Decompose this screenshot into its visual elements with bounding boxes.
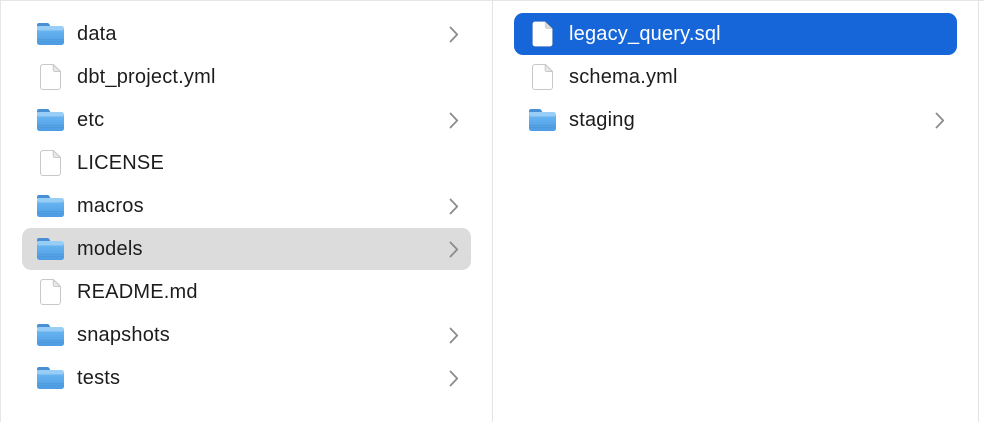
folder-name-label: staging	[569, 108, 635, 131]
folder-icon	[37, 367, 64, 389]
folder-row-tests[interactable]: tests	[22, 357, 471, 399]
chevron-placeholder	[934, 68, 945, 86]
folder-row-etc[interactable]: etc	[22, 99, 471, 141]
document-icon	[40, 150, 61, 176]
folder-row-snapshots[interactable]: snapshots	[22, 314, 471, 356]
file-row-license[interactable]: LICENSE	[22, 142, 471, 184]
file-column-right: legacy_query.sql schema.yml staging	[493, 1, 979, 422]
document-icon	[37, 64, 64, 90]
chevron-right-icon	[935, 112, 944, 128]
folder-icon	[37, 109, 64, 131]
folder-icon	[529, 109, 556, 131]
folder-row-models[interactable]: models	[22, 228, 471, 270]
chevron-right-icon	[448, 326, 459, 344]
folder-icon	[37, 367, 64, 389]
file-row-schema-yml[interactable]: schema.yml	[514, 56, 957, 98]
folder-icon	[37, 324, 64, 346]
file-row-dbt-project-yml[interactable]: dbt_project.yml	[22, 56, 471, 98]
folder-row-data[interactable]: data	[22, 13, 471, 55]
folder-icon	[37, 238, 64, 260]
chevron-right-icon	[449, 370, 458, 386]
chevron-right-icon	[449, 241, 458, 257]
document-icon	[37, 279, 64, 305]
folder-icon	[37, 238, 64, 260]
chevron-right-icon	[449, 327, 458, 343]
chevron-placeholder	[448, 154, 459, 172]
document-icon	[37, 150, 64, 176]
folder-name-label: etc	[77, 108, 105, 131]
folder-name-label: tests	[77, 366, 121, 389]
folder-icon	[37, 23, 64, 45]
folder-name-label: data	[77, 22, 117, 45]
chevron-right-icon	[449, 112, 458, 128]
chevron-right-icon	[448, 25, 459, 43]
folder-row-macros[interactable]: macros	[22, 185, 471, 227]
chevron-right-icon	[448, 369, 459, 387]
chevron-right-icon	[934, 111, 945, 129]
chevron-right-icon	[448, 111, 459, 129]
file-column-empty	[979, 1, 984, 422]
document-icon	[532, 21, 553, 47]
chevron-right-icon	[449, 198, 458, 214]
chevron-placeholder	[448, 68, 459, 86]
file-name-label: README.md	[77, 280, 198, 303]
file-name-label: schema.yml	[569, 65, 678, 88]
document-icon	[529, 64, 556, 90]
file-name-label: legacy_query.sql	[569, 22, 721, 45]
file-row-legacy-query-sql[interactable]: legacy_query.sql	[514, 13, 957, 55]
folder-icon	[37, 324, 64, 346]
document-icon	[40, 279, 61, 305]
folder-icon	[37, 195, 64, 217]
document-icon	[529, 21, 556, 47]
folder-icon	[37, 109, 64, 131]
file-row-readme-md[interactable]: README.md	[22, 271, 471, 313]
chevron-right-icon	[449, 26, 458, 42]
chevron-right-icon	[448, 240, 459, 258]
file-name-label: dbt_project.yml	[77, 65, 216, 88]
folder-name-label: snapshots	[77, 323, 170, 346]
chevron-placeholder	[934, 25, 945, 43]
file-name-label: LICENSE	[77, 151, 164, 174]
chevron-right-icon	[448, 197, 459, 215]
document-icon	[532, 64, 553, 90]
folder-row-staging[interactable]: staging	[514, 99, 957, 141]
folder-icon	[37, 195, 64, 217]
folder-name-label: models	[77, 237, 143, 260]
folder-icon	[529, 109, 556, 131]
folder-icon	[37, 23, 64, 45]
folder-name-label: macros	[77, 194, 144, 217]
chevron-placeholder	[448, 283, 459, 301]
document-icon	[40, 64, 61, 90]
